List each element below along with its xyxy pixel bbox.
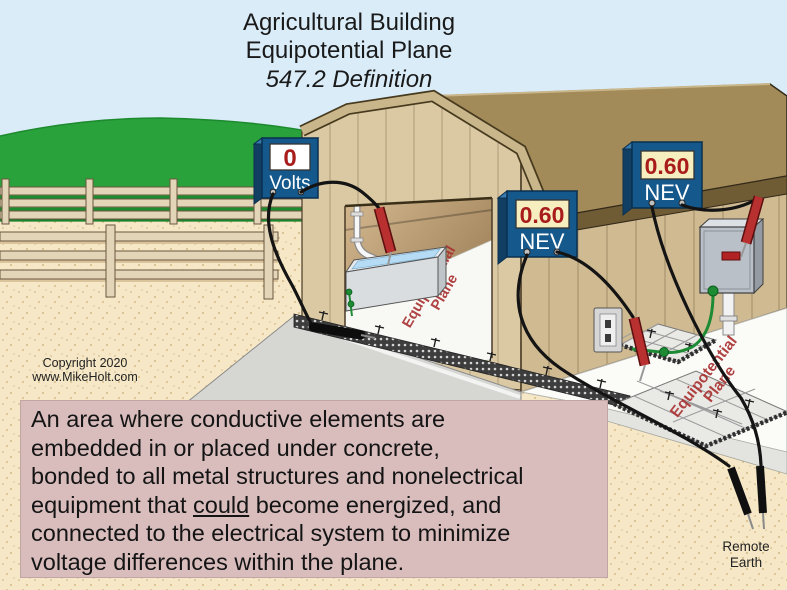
bonding-point-mesh [659,347,669,357]
trough-bonding-jumper [345,288,355,317]
remote-earth-label: Remote Earth [722,539,769,570]
nev-meter-middle: 0.60 NEV [496,189,579,266]
meter-reading: 0 [283,145,296,172]
definition-line: connected to the electrical system to mi… [31,520,511,547]
svg-text:Copyright 2020: Copyright 2020 [43,356,128,370]
lead-volts-left [266,192,315,329]
svg-text:Remote: Remote [722,539,769,554]
volts-meter: 0 Volts [252,137,320,205]
definition-box: An area where conductive elements are em… [20,400,608,578]
meter-unit-label: Volts [269,173,310,194]
svg-text:www.MikeHolt.com: www.MikeHolt.com [31,370,138,384]
conduit-strap [719,315,738,322]
svg-text:Agricultural Building: Agricultural Building [243,9,455,36]
remote-earth-probes [727,465,767,530]
definition-line: voltage differences within the plane. [31,548,405,575]
lead-nev-right-right [680,197,759,212]
nev-meter-right: 0.60 NEV [621,140,704,217]
receptacle-outlet [593,307,623,353]
red-probe-slab [628,316,651,382]
red-probe-panel [740,195,765,258]
meter-display [640,150,695,180]
panel-handle [721,251,741,261]
water-pipe [350,200,378,263]
underlined-word: could [193,491,250,518]
test-lead-wires [266,180,763,468]
page-title: Agricultural Building Equipotential Plan… [243,9,455,93]
definition-line: bonded to all metal structures and nonel… [31,463,524,490]
bonding-jumper-green [631,285,719,357]
water-trough [345,245,448,312]
black-probe-mesh [308,322,376,340]
lead-nev-right-left [650,205,763,467]
conduit [722,292,735,336]
lead-nev-middle-left [516,253,731,468]
lead-volts-right [299,180,383,213]
lead-nev-middle-right [555,250,635,319]
svg-text:Earth: Earth [730,555,762,570]
meter-reading: 0.60 [645,153,690,179]
meter-reading: 0.60 [520,202,565,228]
door-header [344,196,493,208]
wire-mesh-patch-lower [612,370,787,449]
definition-line: embedded in or placed under concrete, [31,434,440,461]
roof-rake-band [300,91,553,220]
copyright: Copyright 2020 www.MikeHolt.com [31,356,138,384]
svg-text:547.2 Definition: 547.2 Definition [266,66,433,93]
meter-display [269,143,311,171]
meter-terminal [648,199,656,207]
meter-display [515,199,570,229]
red-probe-trough [373,206,397,266]
definition-line: equipment that could become energized, a… [31,491,502,518]
trough-water [351,248,441,270]
barn-building: Equipotential Plane [299,83,787,393]
svg-text:Equipotential Plane: Equipotential Plane [246,37,453,64]
definition-line: An area where conductive elements are [31,406,446,432]
bonding-point-panel [707,285,719,297]
